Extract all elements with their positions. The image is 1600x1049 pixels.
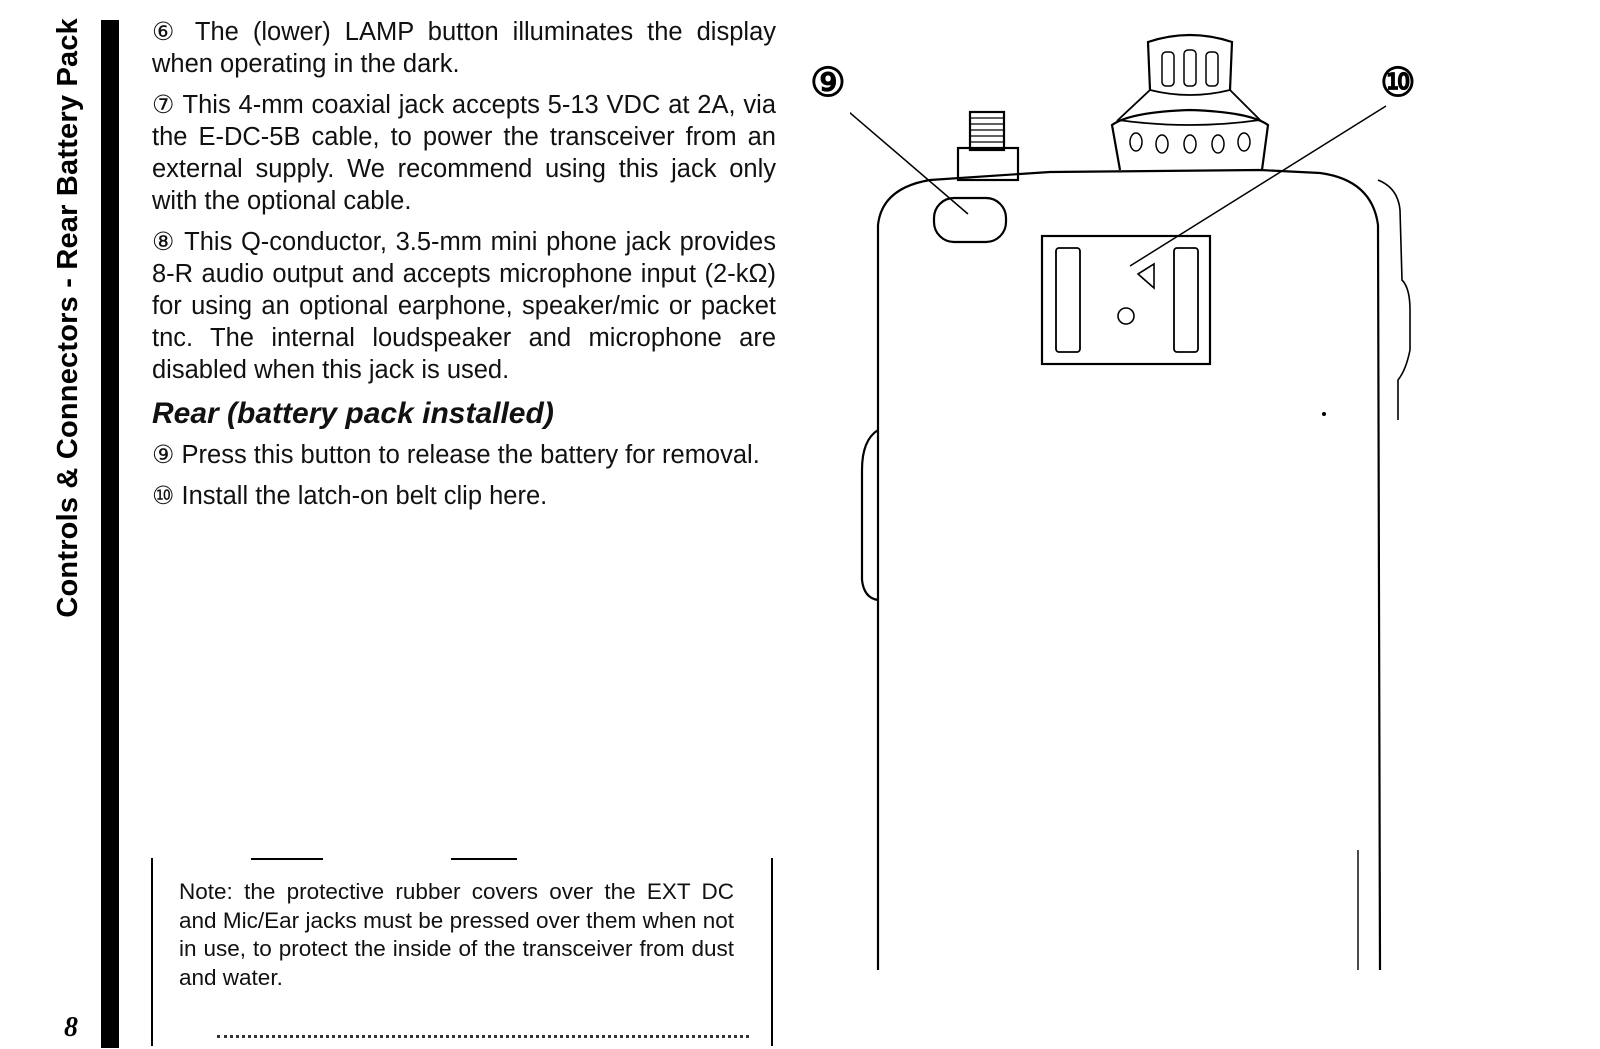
note-top-rule-left bbox=[251, 858, 323, 860]
knob-base bbox=[1110, 108, 1270, 171]
speck bbox=[1322, 412, 1326, 416]
note-box: Note: the protective rubber covers over … bbox=[151, 858, 773, 1046]
item-number-8: ⑧ bbox=[152, 228, 176, 256]
callout-9-leader bbox=[841, 105, 969, 215]
callout-10: ⑩ bbox=[1380, 61, 1416, 105]
knob-collar bbox=[1116, 89, 1262, 126]
paragraph-8: ⑧ This Q-conductor, 3.5-mm mini phone ja… bbox=[152, 226, 776, 386]
paragraph-7-text: This 4-mm coaxial jack accepts 5-13 VDC … bbox=[152, 91, 776, 215]
radio-rear-illustration: ⑨ ⑩ bbox=[810, 20, 1570, 1020]
rear-item-10: ⑩ Install the latch-on belt clip here. bbox=[152, 480, 776, 512]
rear-item-9-text: Press this button to release the battery… bbox=[181, 441, 760, 469]
side-tab-bar bbox=[101, 20, 119, 1048]
note-top-rule-right bbox=[451, 858, 517, 860]
note-text: Note: the protective rubber covers over … bbox=[179, 878, 734, 992]
item-number-9: ⑨ bbox=[152, 441, 175, 469]
page-number: 8 bbox=[64, 1012, 78, 1043]
paragraph-6: ⑥ The (lower) LAMP button illuminates th… bbox=[152, 16, 776, 80]
radio-body-outline bbox=[876, 168, 1382, 971]
rear-item-10-text: Install the latch-on belt clip here. bbox=[181, 482, 548, 510]
belt-clip-screw bbox=[1117, 307, 1135, 325]
item-number-10: ⑩ bbox=[152, 482, 175, 510]
knob-ridges bbox=[1129, 49, 1251, 154]
paragraph-7: ⑦ This 4-mm coaxial jack accepts 5-13 VD… bbox=[152, 89, 776, 217]
side-tab-title-text: Controls & Connectors - Rear Battery Pac… bbox=[52, 18, 84, 618]
right-side-edge bbox=[1377, 179, 1411, 420]
belt-clip-latch bbox=[1136, 262, 1155, 290]
note-body: the protective rubber covers over the EX… bbox=[179, 879, 734, 990]
note-bottom-rule bbox=[217, 1035, 749, 1038]
section-heading: Rear (battery pack installed) bbox=[152, 397, 554, 430]
belt-clip-rail-left bbox=[1055, 247, 1081, 353]
paragraph-8-text: This Q-conductor, 3.5-mm mini phone jack… bbox=[152, 228, 776, 384]
item-number-6: ⑥ bbox=[152, 18, 182, 46]
callout-9: ⑨ bbox=[810, 61, 846, 105]
text-column: ⑥ The (lower) LAMP button illuminates th… bbox=[152, 16, 776, 521]
belt-clip-rail-right bbox=[1173, 247, 1199, 353]
left-side-trim bbox=[860, 429, 879, 602]
belt-clip-mount bbox=[1040, 234, 1212, 366]
antenna-base bbox=[956, 146, 1020, 182]
antenna-threads bbox=[970, 117, 1004, 143]
note-label: Note: bbox=[179, 879, 233, 904]
antenna-connector bbox=[968, 110, 1006, 152]
callout-10-leader bbox=[1129, 105, 1387, 267]
battery-release-button bbox=[932, 196, 1008, 244]
knob-top bbox=[1146, 33, 1234, 91]
radio-rear-drawing bbox=[841, 33, 1411, 971]
item-number-7: ⑦ bbox=[152, 91, 176, 119]
paragraph-6-text: The (lower) LAMP button illuminates the … bbox=[152, 18, 776, 78]
rear-item-9: ⑨ Press this button to release the batte… bbox=[152, 439, 776, 471]
